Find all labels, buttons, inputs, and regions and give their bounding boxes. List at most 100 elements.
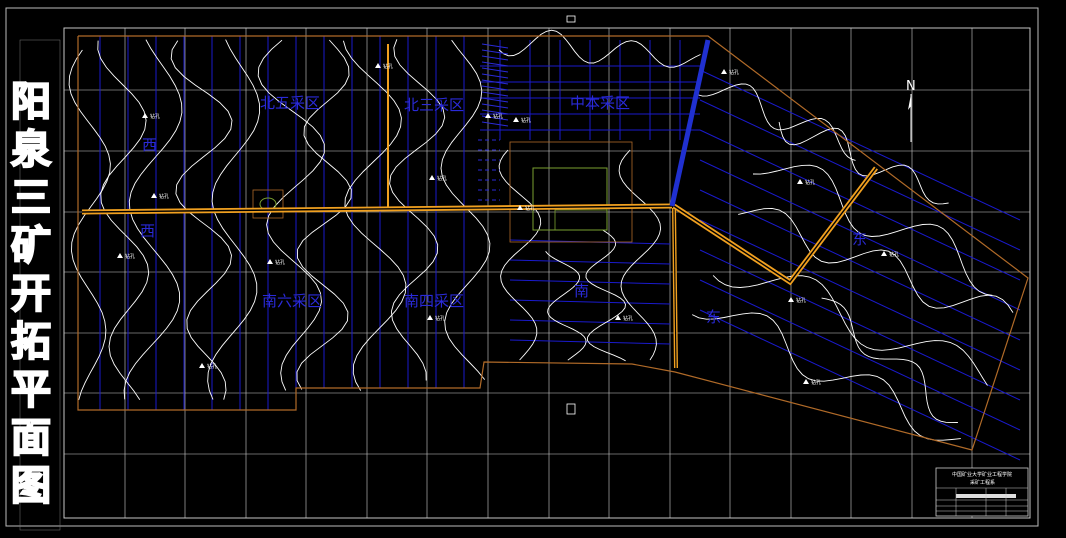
- bottom-marker: [566, 403, 576, 415]
- borehole-label: 钻孔: [437, 175, 447, 182]
- borehole: 钻孔: [797, 179, 815, 186]
- borehole-icon: [142, 113, 148, 118]
- borehole: 钻孔: [721, 69, 739, 76]
- contour-line: [585, 229, 626, 362]
- borehole-icon: [517, 205, 523, 210]
- main-roadways: [81, 39, 878, 369]
- contour-line: [738, 207, 1014, 313]
- borehole-icon: [117, 253, 123, 258]
- borehole-icon: [267, 259, 273, 264]
- hatch-mark: [481, 55, 509, 61]
- contour-line: [68, 49, 111, 401]
- borehole-label: 钻孔: [493, 113, 503, 120]
- contour-line: [752, 164, 993, 296]
- north-label: N: [906, 79, 916, 94]
- contour-line: [257, 39, 325, 391]
- zone-label-south4: 南四采区: [404, 292, 464, 310]
- side-title-char: 图: [10, 462, 52, 510]
- contour-line: [97, 40, 150, 400]
- side-title-char: 开: [10, 270, 52, 318]
- contour-line: [821, 297, 958, 424]
- borehole: 钻孔: [803, 379, 821, 386]
- title-block-line1: 中国矿业大学矿业工程学院: [952, 471, 1012, 478]
- panel-line: [509, 339, 671, 345]
- north-incline: [669, 39, 711, 207]
- zone-label-north4: 中本采区: [570, 94, 630, 112]
- borehole: 钻孔: [199, 363, 217, 370]
- borehole-label: 钻孔: [207, 363, 217, 370]
- panel-line: [699, 159, 1021, 311]
- contour-line: [123, 39, 183, 400]
- contour-line: [778, 121, 949, 205]
- borehole-icon: [721, 69, 727, 74]
- hatch-mark: [481, 67, 509, 73]
- panel-line: [509, 259, 671, 265]
- contour-line: [498, 149, 542, 361]
- protection-pillar-hatch: [478, 43, 509, 201]
- panel-line: [509, 319, 671, 325]
- outer-frame: [5, 7, 1039, 527]
- title-block: 中国矿业大学矿业工程学院 采矿工程系: [935, 467, 1029, 517]
- north-arrow: N: [906, 79, 916, 142]
- borehole-icon: [151, 193, 157, 198]
- hatch-mark: [481, 49, 509, 55]
- industrial-site-area: [509, 141, 633, 243]
- contour-line: [692, 312, 961, 441]
- zone-label-south6: 南六采区: [262, 292, 322, 310]
- panel-line: [699, 189, 1021, 341]
- contour-line: [207, 39, 261, 400]
- hatch-mark: [481, 109, 509, 115]
- top-marker: [566, 15, 576, 23]
- topographic-contours: [68, 29, 1014, 441]
- south-roadway-core: [673, 207, 677, 369]
- borehole: 钻孔: [151, 193, 169, 200]
- zone-label-west: 西: [142, 136, 157, 154]
- side-title-char: 泉: [10, 126, 52, 174]
- borehole: 钻孔: [517, 205, 535, 212]
- borehole-label: 钻孔: [811, 379, 821, 386]
- borehole-icon: [881, 251, 887, 256]
- title-block-line2: 采矿工程系: [970, 479, 995, 486]
- east-roadway-core: [673, 167, 877, 283]
- contour-line: [498, 29, 701, 68]
- side-title-char: 面: [10, 414, 52, 462]
- borehole-icon: [427, 315, 433, 320]
- borehole-icon: [513, 117, 519, 122]
- borehole-icon: [788, 297, 794, 302]
- hatch-mark: [481, 79, 509, 85]
- shaft-yard: [532, 167, 608, 231]
- borehole: 钻孔: [267, 259, 285, 266]
- panel-line: [699, 99, 1021, 251]
- borehole: 钻孔: [427, 315, 445, 322]
- hatch-mark: [481, 73, 509, 79]
- hatch-mark: [481, 61, 509, 67]
- borehole: 钻孔: [485, 113, 503, 120]
- borehole-icon: [429, 175, 435, 180]
- side-title: 阳 泉 三 矿 开 拓 平 面 图: [8, 78, 54, 510]
- borehole-label: 钻孔: [159, 193, 169, 200]
- borehole-label: 钻孔: [796, 297, 806, 304]
- hatch-mark: [481, 121, 509, 127]
- contour-line: [342, 40, 407, 391]
- borehole-label: 钻孔: [125, 253, 135, 260]
- borehole-label: 钻孔: [623, 315, 633, 322]
- contour-line: [296, 39, 352, 390]
- side-title-frame: [19, 39, 61, 531]
- borehole-icon: [199, 363, 205, 368]
- mine-field-boundary: [77, 35, 1029, 451]
- borehole: 钻孔: [513, 117, 531, 124]
- panel-line: [699, 249, 1021, 401]
- borehole-label: 钻孔: [729, 69, 739, 76]
- contour-line: [545, 251, 587, 361]
- zone-label-east2: 东: [852, 230, 867, 248]
- mining-panel-lines: [99, 36, 1021, 461]
- side-title-char: 拓: [10, 318, 52, 366]
- borehole-label: 钻孔: [383, 63, 393, 70]
- borehole-icon: [375, 63, 381, 68]
- contour-line: [712, 275, 988, 386]
- borehole-label: 钻孔: [525, 205, 535, 212]
- hatch-mark: [481, 97, 509, 103]
- borehole: 钻孔: [142, 113, 160, 120]
